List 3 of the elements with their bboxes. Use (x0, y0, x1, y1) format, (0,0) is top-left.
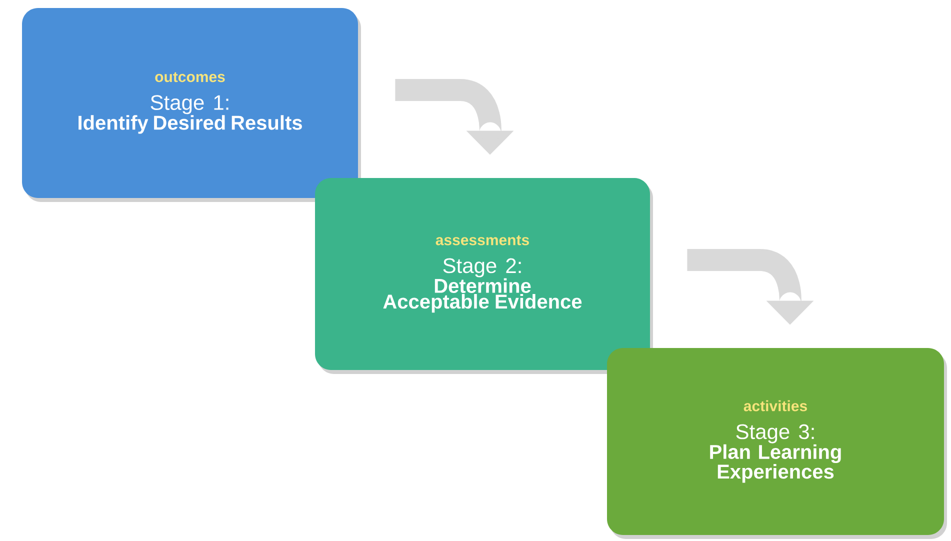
stage-box: assessments Stage 2: Determine Acceptable Evidence (315, 178, 650, 370)
stage-box: activities Stage 3: Plan Learning Experiences (607, 348, 944, 535)
stage-box: outcomes Stage 1: Identify Desired Results (22, 8, 358, 198)
